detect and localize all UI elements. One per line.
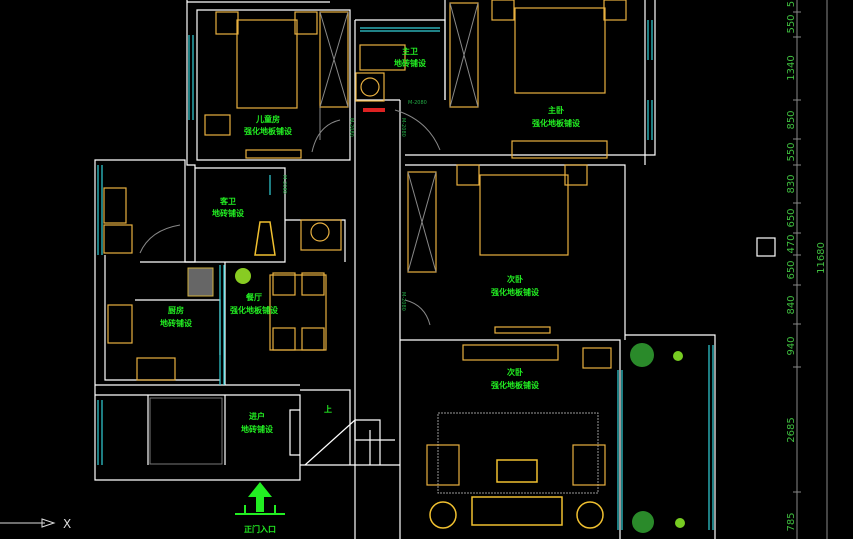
room-labels: 儿童房 强化地板铺设 主卫 地砖铺设 主卧 强化地板铺设 客卫 地砖铺设 厨房 … xyxy=(160,46,580,434)
kitchen-floor: 地砖铺设 xyxy=(160,318,192,328)
windows xyxy=(97,20,714,530)
living-room-name: 次卧 xyxy=(507,367,523,377)
dimension-label: 840 xyxy=(786,295,797,314)
cursor-pickbox xyxy=(756,237,776,257)
master-bedroom-floor: 强化地板铺设 xyxy=(532,118,580,128)
dimension-label: 5 xyxy=(786,1,797,7)
kids-room-name: 儿童房 xyxy=(255,114,280,124)
dimension-label: 1340 xyxy=(786,55,797,80)
furniture xyxy=(103,0,685,533)
dimension-label: 830 xyxy=(786,174,797,193)
door-tag: M-2080 xyxy=(281,175,287,194)
dining-floor: 强化地板铺设 xyxy=(230,305,278,315)
ucs-x-label: X xyxy=(63,517,71,531)
entry-name: 进户 xyxy=(249,411,265,421)
dimension-label: 650 xyxy=(786,208,797,227)
dimension-chain: 5 550 1340 850 550 830 650 470 650 840 9… xyxy=(786,0,828,539)
plant-icon xyxy=(235,268,251,284)
dimension-label: 2685 xyxy=(786,417,797,442)
dimension-label: 650 xyxy=(786,260,797,279)
guest-bath-floor: 地砖铺设 xyxy=(212,208,244,218)
walls xyxy=(94,0,716,539)
living-room-floor: 强化地板铺设 xyxy=(491,380,539,390)
second-bedroom-name: 次卧 xyxy=(507,274,523,284)
entrance-label: 正门入口 xyxy=(244,524,276,534)
total-dimension-label: 11680 xyxy=(816,242,827,274)
master-bedroom-name: 主卧 xyxy=(548,105,564,115)
kitchen-name: 厨房 xyxy=(168,305,184,315)
door-tag: M-2080 xyxy=(400,118,406,137)
dimension-label: 940 xyxy=(786,336,797,355)
door-tag: M-2080 xyxy=(348,118,354,137)
kids-room-floor: 强化地板铺设 xyxy=(244,126,292,136)
dimension-label: 550 xyxy=(786,142,797,161)
dimension-label: 550 xyxy=(786,14,797,33)
ucs-icon: X xyxy=(0,517,71,531)
entry-floor: 地砖铺设 xyxy=(241,424,273,434)
dimension-label: 785 xyxy=(786,512,797,531)
dining-name: 餐厅 xyxy=(245,292,262,302)
master-bath-floor: 地砖铺设 xyxy=(394,58,426,68)
door-tags: M-2080 M-2080 M-2080 M-2080 M-2080 xyxy=(281,100,427,311)
door-tag: M-2080 xyxy=(408,100,427,106)
stairs-label: 上 xyxy=(324,404,332,414)
door-tag: M-2080 xyxy=(400,292,406,311)
door-swings xyxy=(139,20,441,326)
second-bedroom-floor: 强化地板铺设 xyxy=(491,287,539,297)
master-bath-name: 主卫 xyxy=(402,46,418,56)
dimension-label: 850 xyxy=(786,110,797,129)
guest-bath-name: 客卫 xyxy=(219,196,236,206)
dimension-label: 470 xyxy=(786,234,797,253)
entrance-arrow-icon xyxy=(235,482,285,515)
